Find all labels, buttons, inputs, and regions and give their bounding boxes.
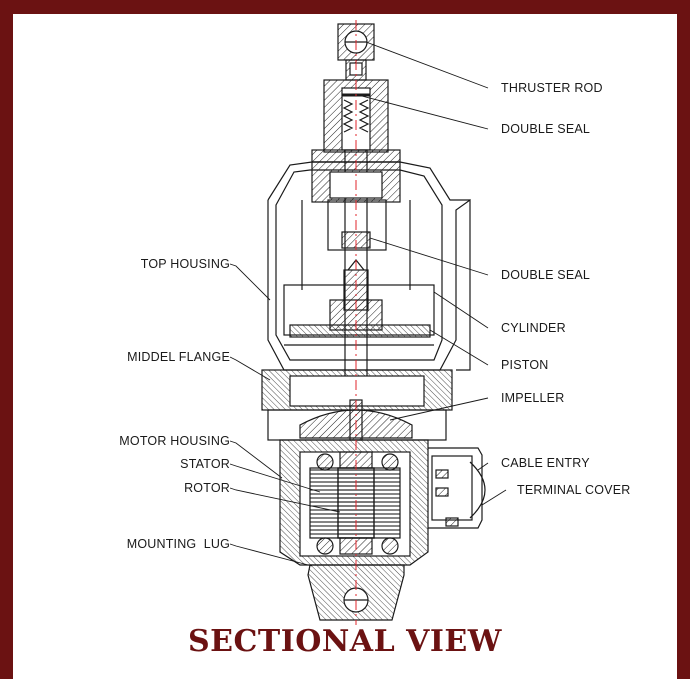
machine-outline — [261, 23, 486, 621]
label-rotor: ROTOR — [184, 481, 230, 495]
label-piston: PISTON — [501, 358, 549, 372]
label-impeller: IMPELLER — [501, 391, 564, 405]
label-double-seal-mid: DOUBLE SEAL — [501, 268, 590, 282]
label-cylinder: CYLINDER — [501, 321, 566, 335]
label-mounting-lug: MOUNTING LUG — [127, 537, 230, 551]
label-cable-entry: CABLE ENTRY — [501, 456, 590, 470]
label-stator: STATOR — [180, 457, 230, 471]
label-thruster-rod: THRUSTER ROD — [501, 81, 603, 95]
leader-lines — [229, 41, 507, 567]
page-title: SECTIONAL VIEW — [187, 624, 502, 659]
label-top-housing: TOP HOUSING — [141, 257, 230, 271]
label-double-seal-top: DOUBLE SEAL — [501, 122, 590, 136]
label-terminal-cover: TERMINAL COVER — [517, 483, 630, 497]
label-middel-flange: MIDDEL FLANGE — [127, 350, 230, 364]
label-motor-housing: MOTOR HOUSING — [119, 434, 230, 448]
labels: THRUSTER ROD DOUBLE SEAL DOUBLE SEAL CYL… — [119, 81, 630, 551]
